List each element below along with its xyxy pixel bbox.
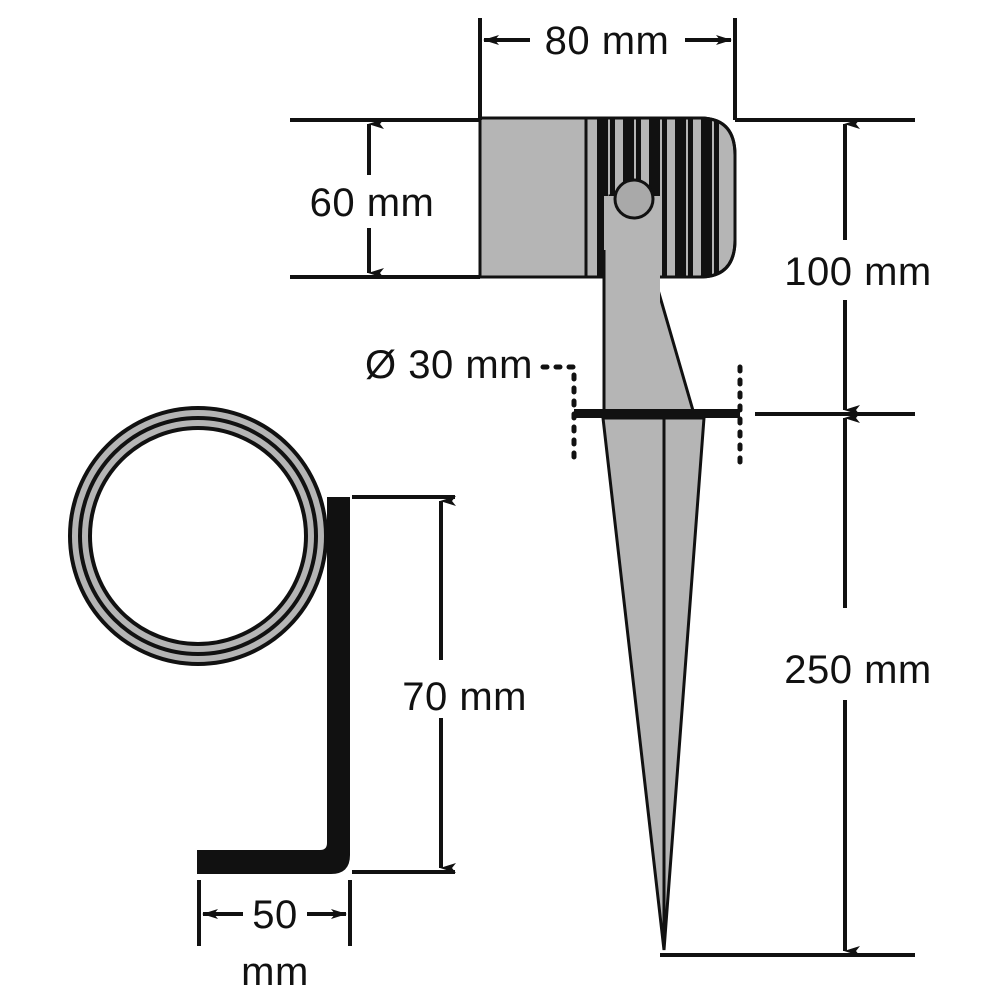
spike-group <box>601 416 706 951</box>
fin-icon <box>688 118 693 277</box>
dim-label-250mm: 250 mm <box>784 648 932 692</box>
fin-icon <box>675 118 686 277</box>
dim-label-50mm-value: 50 <box>252 893 298 937</box>
dimension-70mm-group: 70 mm <box>352 495 527 874</box>
leader-line-diameter-left <box>540 364 577 468</box>
head-outline <box>478 116 737 279</box>
l-shaped-bracket <box>197 497 350 874</box>
dim-label-100mm: 100 mm <box>784 250 932 294</box>
dim-label-diameter-30mm: Ø 30 mm <box>365 343 533 387</box>
dimension-100mm-group: 100 mm <box>735 118 932 416</box>
dimension-250mm-group: 250 mm <box>660 413 932 957</box>
ring-inner-circle <box>88 426 308 646</box>
dim-label-50mm-unit: mm <box>241 950 309 994</box>
dimension-50mm-group: 50 mm <box>197 880 352 994</box>
dim-label-70mm: 70 mm <box>402 675 527 719</box>
ring-middle-circle <box>78 416 318 656</box>
fin-icon <box>714 118 719 277</box>
ground-spike <box>601 416 706 951</box>
fin-icon <box>662 118 667 277</box>
fin-icon <box>701 118 712 277</box>
mounting-arm-group <box>602 178 696 416</box>
ground-disc-plate <box>574 409 740 418</box>
front-view-ring-group <box>68 406 328 666</box>
dimension-80mm-group: 80 mm <box>478 18 737 120</box>
pivot-screw-icon <box>613 178 655 220</box>
ground-disc-group <box>574 409 740 418</box>
dimension-60mm-group: 60 mm <box>290 118 480 279</box>
dim-label-80mm: 80 mm <box>545 19 670 63</box>
arm-stem <box>604 196 660 414</box>
dimension-diameter30-group: Ø 30 mm <box>365 343 743 468</box>
fin-icon <box>597 118 608 277</box>
dim-label-60mm: 60 mm <box>310 181 435 225</box>
l-bracket-group <box>197 497 350 874</box>
